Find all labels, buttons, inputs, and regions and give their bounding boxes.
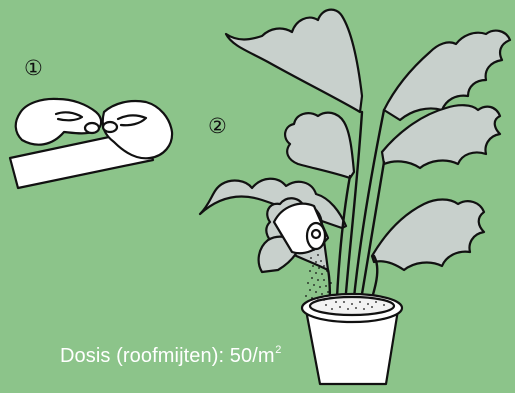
pot-soil [310, 297, 394, 315]
dose-text: Dosis (roofmijten): 50/m [60, 345, 275, 367]
sachet-opening-drawing [10, 99, 172, 188]
leaf-top-left [226, 10, 362, 112]
right-fingertip [103, 122, 117, 132]
sachet-hole [312, 230, 320, 238]
dose-unit-superscript: 2 [275, 344, 281, 356]
left-hand [16, 99, 101, 145]
leaf-center [285, 113, 354, 178]
leaf-lower-right [372, 200, 484, 271]
dose-label: Dosis (roofmijten): 50/m2 [60, 344, 281, 368]
step-1-marker: ① [24, 58, 43, 79]
step-2-marker: ② [208, 116, 227, 137]
plant-drawing [200, 10, 510, 384]
left-fingertip [85, 123, 99, 133]
